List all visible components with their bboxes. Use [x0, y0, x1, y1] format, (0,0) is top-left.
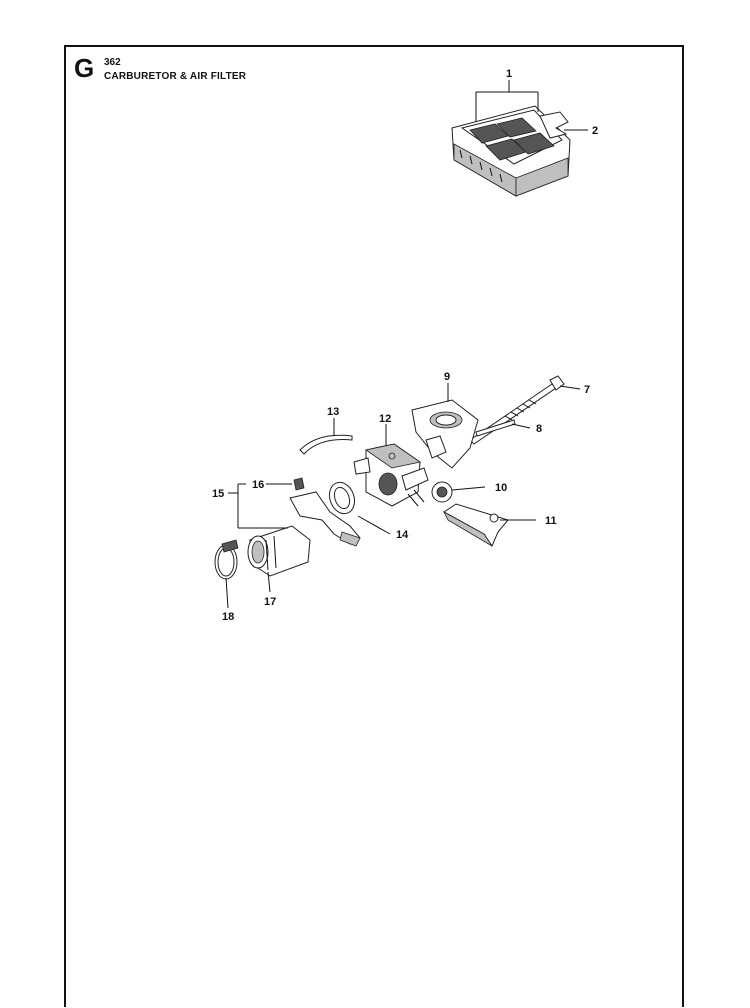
intake-boot-part	[247, 525, 311, 577]
callout-7: 7	[584, 384, 590, 396]
callout-2: 2	[592, 125, 598, 137]
callout-14: 14	[396, 529, 409, 541]
stud-part	[475, 419, 516, 437]
callout-11: 11	[545, 515, 557, 527]
callout-9: 9	[444, 371, 450, 383]
hose-clamp-part	[214, 539, 239, 580]
callout-8: 8	[536, 423, 542, 435]
section-letter: G	[74, 53, 95, 83]
adjuster-part	[431, 481, 453, 503]
section-title: CARBURETOR & AIR FILTER	[104, 71, 247, 82]
gasket-ring-part	[328, 481, 356, 515]
nut-part	[293, 477, 305, 491]
leader-lines	[225, 80, 588, 609]
callout-15: 15	[212, 488, 224, 500]
intake-manifold-part	[411, 399, 479, 469]
callout-17: 17	[264, 596, 276, 608]
carburetor-part	[353, 443, 429, 507]
fuel-hose-part	[299, 434, 353, 455]
callout-16: 16	[252, 479, 264, 491]
callout-18: 18	[222, 611, 234, 623]
callout-1: 1	[506, 68, 512, 80]
callout-10: 10	[495, 482, 507, 494]
page-frame	[64, 45, 684, 1007]
callout-13: 13	[327, 406, 339, 418]
carburetor-bracket-part	[289, 491, 361, 547]
filter-clip-part	[539, 111, 569, 139]
holder-part	[443, 503, 509, 548]
model-number: 362	[104, 57, 121, 68]
callout-12: 12	[379, 413, 391, 425]
air-filter-part	[451, 105, 571, 197]
